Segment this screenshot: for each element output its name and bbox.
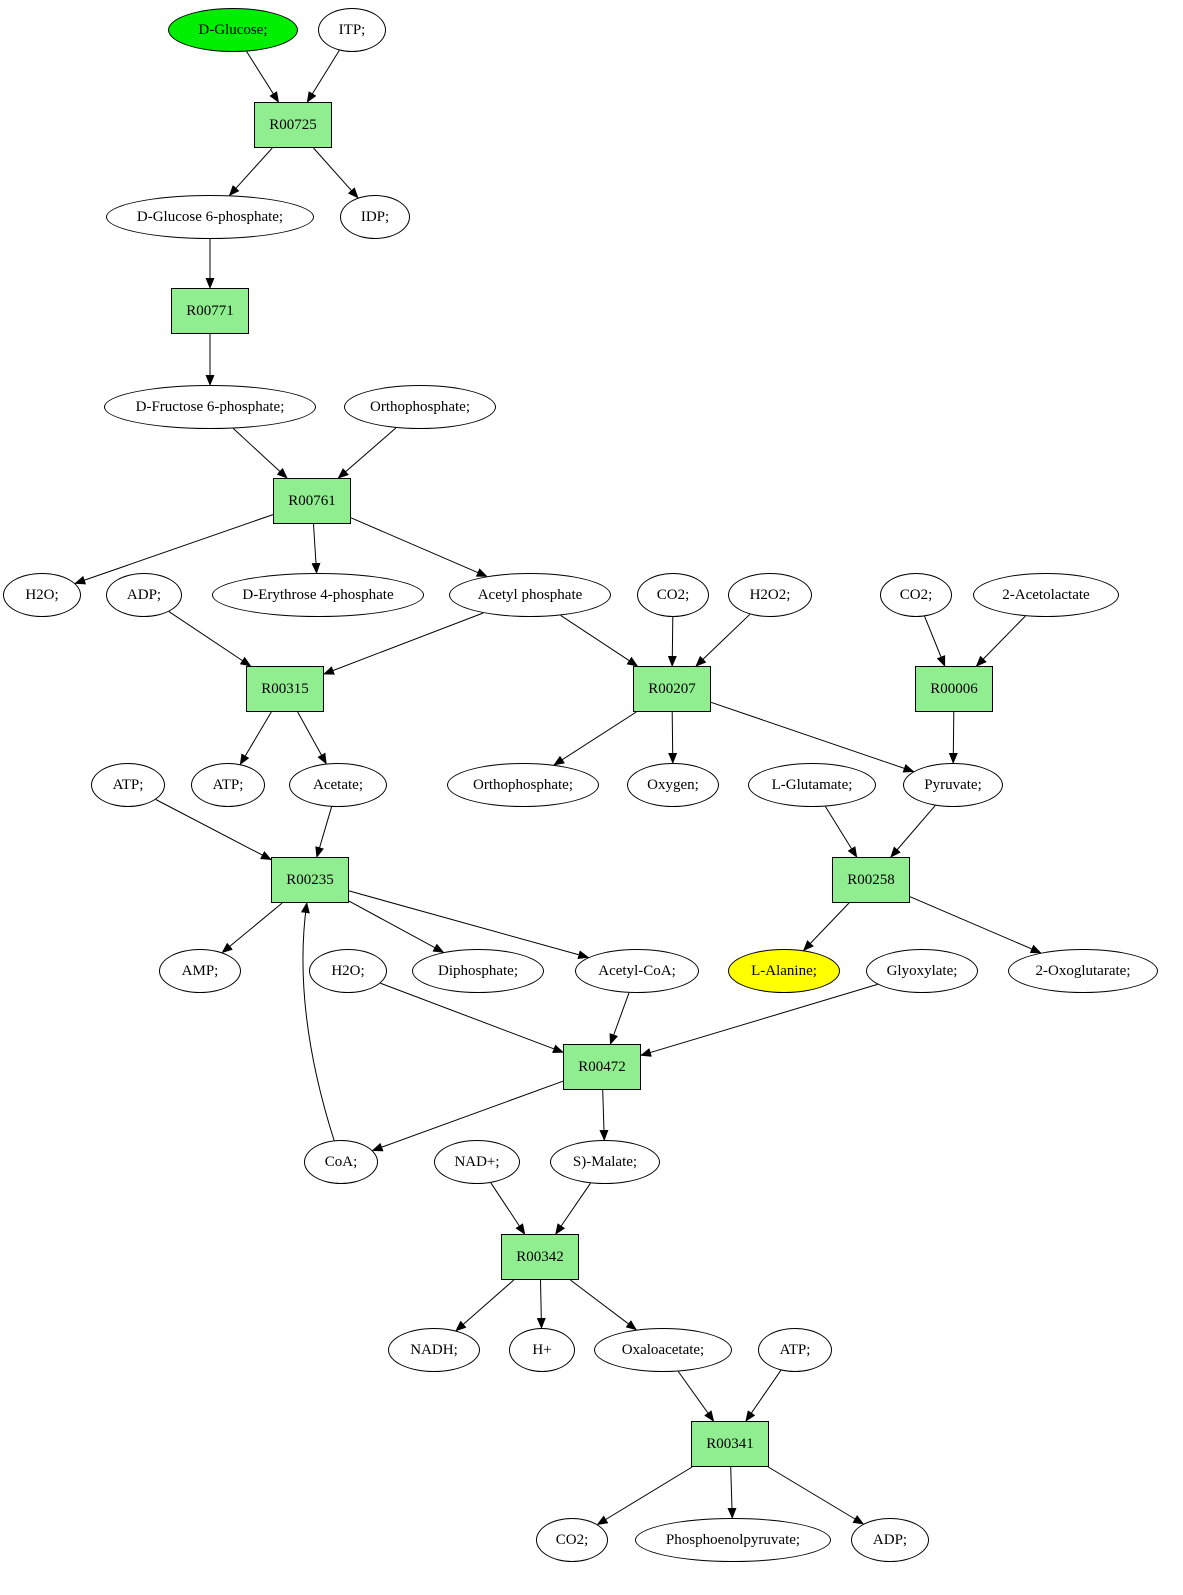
edge-r00341-to-adp_2 (768, 1466, 865, 1525)
metabolite-node-l_alanine: L-Alanine; (728, 949, 840, 993)
edge-acetyl_coa-to-r00472 (609, 992, 630, 1045)
edge-acetolactate-to-r00006 (975, 615, 1026, 667)
edge-r00341-to-co2_3 (596, 1466, 693, 1526)
edge-r00207-to-pyruvate (710, 701, 915, 773)
edge-r00235-to-acetyl_coa (348, 890, 590, 960)
edge-orthophosphate_1-to-r00761 (337, 427, 397, 479)
edge-r00235-to-amp (221, 902, 283, 954)
edge-r00342-to-h_plus (536, 1279, 546, 1329)
reaction-node-r00771: R00771 (171, 288, 249, 334)
reaction-node-r00342: R00342 (501, 1234, 579, 1280)
reaction-node-r00006: R00006 (915, 666, 993, 712)
metabolite-node-d_erythrose_4p: D-Erythrose 4-phosphate (212, 573, 424, 617)
edge-r00761-to-acetyl_phosphate (350, 517, 488, 577)
edge-r00761-to-d_erythrose_4p (311, 523, 321, 574)
edge-itp-to-r00725 (306, 50, 340, 103)
metabolite-node-co2_2: CO2; (880, 573, 952, 617)
metabolite-node-d_glucose: D-Glucose; (168, 8, 298, 52)
edge-nad-to-r00342 (490, 1182, 526, 1235)
metabolite-node-itp: ITP; (318, 8, 386, 52)
edge-co2_2-to-r00006 (924, 616, 946, 667)
reaction-node-r00761: R00761 (273, 478, 351, 524)
edge-r00258-to-l_alanine (803, 902, 850, 952)
edge-h2o_2-to-r00472 (380, 982, 564, 1053)
metabolite-node-d_fructose_6p: D-Fructose 6-phosphate; (104, 385, 316, 429)
edge-r00725-to-d_glucose_6p (228, 147, 273, 197)
edge-r00006-to-pyruvate (948, 711, 958, 764)
metabolite-node-amp: AMP; (159, 949, 241, 993)
edge-adp_1-to-r00315 (168, 611, 252, 667)
metabolite-node-s_malate: S)-Malate; (550, 1140, 660, 1184)
edge-atp_1-to-r00235 (155, 799, 272, 861)
metabolite-node-adp_1: ADP; (106, 573, 182, 617)
metabolite-node-coa: CoA; (304, 1140, 378, 1184)
edge-l_glutamate-to-r00258 (824, 806, 858, 858)
metabolite-node-pep: Phosphoenolpyruvate; (635, 1518, 831, 1562)
metabolite-node-atp_3: ATP; (758, 1328, 832, 1372)
edge-r00472-to-s_malate (599, 1089, 609, 1141)
edge-r00258-to-oxoglutarate (909, 896, 1042, 954)
edge-r00235-to-diphosphate (348, 900, 445, 953)
metabolite-node-glyoxylate: Glyoxylate; (866, 949, 978, 993)
reaction-node-r00235: R00235 (271, 857, 349, 903)
metabolite-node-oxoglutarate: 2-Oxoglutarate; (1008, 949, 1158, 993)
edge-glyoxylate-to-r00472 (640, 983, 878, 1057)
metabolite-node-atp_1: ATP; (91, 763, 165, 807)
edge-oxaloacetate-to-r00341 (677, 1371, 715, 1422)
metabolite-node-diphosphate: Diphosphate; (412, 949, 544, 993)
metabolite-node-d_glucose_6p: D-Glucose 6-phosphate; (106, 195, 314, 239)
metabolite-node-acetyl_coa: Acetyl-CoA; (575, 949, 699, 993)
reaction-node-r00315: R00315 (246, 666, 324, 712)
metabolite-node-acetate: Acetate; (289, 763, 387, 807)
metabolite-node-acetolactate: 2-Acetolactate (973, 573, 1119, 617)
metabolite-node-nad: NAD+; (434, 1140, 520, 1184)
metabolite-node-h2o_1: H2O; (3, 573, 81, 617)
metabolite-node-atp_2: ATP; (191, 763, 265, 807)
metabolite-node-nadh: NADH; (388, 1328, 480, 1372)
edge-co2_1-to-r00207 (667, 616, 677, 667)
edge-r00207-to-oxygen (668, 711, 678, 764)
edge-acetate-to-r00235 (315, 806, 333, 858)
edge-d_glucose-to-r00725 (246, 51, 280, 103)
edge-r00341-to-pep (727, 1466, 737, 1519)
metabolite-node-h2o2: H2O2; (728, 573, 812, 617)
metabolite-node-orthophosphate_1: Orthophosphate; (344, 385, 496, 429)
edge-pyruvate-to-r00258 (890, 805, 936, 858)
reaction-node-r00258: R00258 (832, 857, 910, 903)
edge-r00207-to-orthophosphate_2 (553, 711, 637, 766)
edge-acetyl_phosphate-to-r00207 (560, 614, 639, 667)
metabolite-node-adp_2: ADP; (851, 1518, 929, 1562)
metabolite-node-idp: IDP; (340, 195, 410, 239)
reaction-node-r00341: R00341 (691, 1421, 769, 1467)
metabolite-node-oxygen: Oxygen; (627, 763, 719, 807)
reaction-node-r00472: R00472 (563, 1044, 641, 1090)
edge-acetyl_phosphate-to-r00315 (323, 612, 484, 675)
edge-d_fructose_6p-to-r00761 (232, 428, 288, 479)
reaction-node-r00207: R00207 (633, 666, 711, 712)
edge-r00315-to-acetate (297, 711, 327, 765)
edge-r00725-to-idp (313, 147, 359, 199)
metabolite-node-h2o_2: H2O; (309, 949, 387, 993)
edge-r00315-to-atp_2 (239, 711, 272, 766)
edge-s_malate-to-r00342 (555, 1182, 591, 1235)
metabolite-node-acetyl_phosphate: Acetyl phosphate (449, 573, 611, 617)
edge-h2o2-to-r00207 (695, 613, 751, 667)
metabolite-node-co2_3: CO2; (536, 1518, 608, 1562)
metabolite-node-oxaloacetate: Oxaloacetate; (594, 1328, 732, 1372)
edge-r00761-to-h2o_1 (74, 514, 274, 585)
edge-r00342-to-nadh (455, 1279, 515, 1332)
metabolite-node-co2_1: CO2; (637, 573, 709, 617)
metabolite-node-pyruvate: Pyruvate; (903, 763, 1003, 807)
metabolite-node-orthophosphate_2: Orthophosphate; (447, 763, 599, 807)
metabolite-node-h_plus: H+ (509, 1328, 575, 1372)
metabolite-node-l_glutamate: L-Glutamate; (748, 763, 876, 807)
reaction-node-r00725: R00725 (254, 102, 332, 148)
edge-r00342-to-oxaloacetate (570, 1279, 637, 1331)
edge-r00472-to-coa (371, 1080, 564, 1152)
edge-atp_3-to-r00341 (745, 1370, 782, 1422)
edge-coa-to-r00235 (300, 902, 335, 1141)
